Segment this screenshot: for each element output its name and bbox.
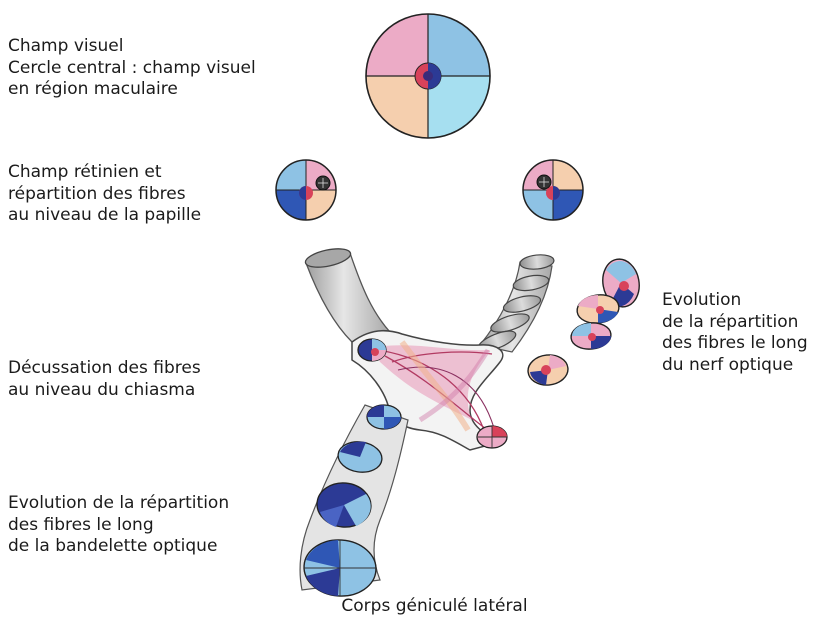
tract-section-1 — [367, 405, 401, 429]
visual-field-circle — [366, 14, 490, 138]
nerve-section-4 — [527, 353, 570, 387]
left-retinal-field — [276, 160, 336, 220]
right-optic-nerve — [476, 253, 555, 355]
left-optic-nerve — [304, 245, 390, 342]
nerve-section-3 — [570, 321, 612, 351]
right-retinal-field — [523, 160, 583, 220]
chiasma-right-section — [477, 426, 507, 448]
chiasma-left-section — [358, 339, 386, 361]
